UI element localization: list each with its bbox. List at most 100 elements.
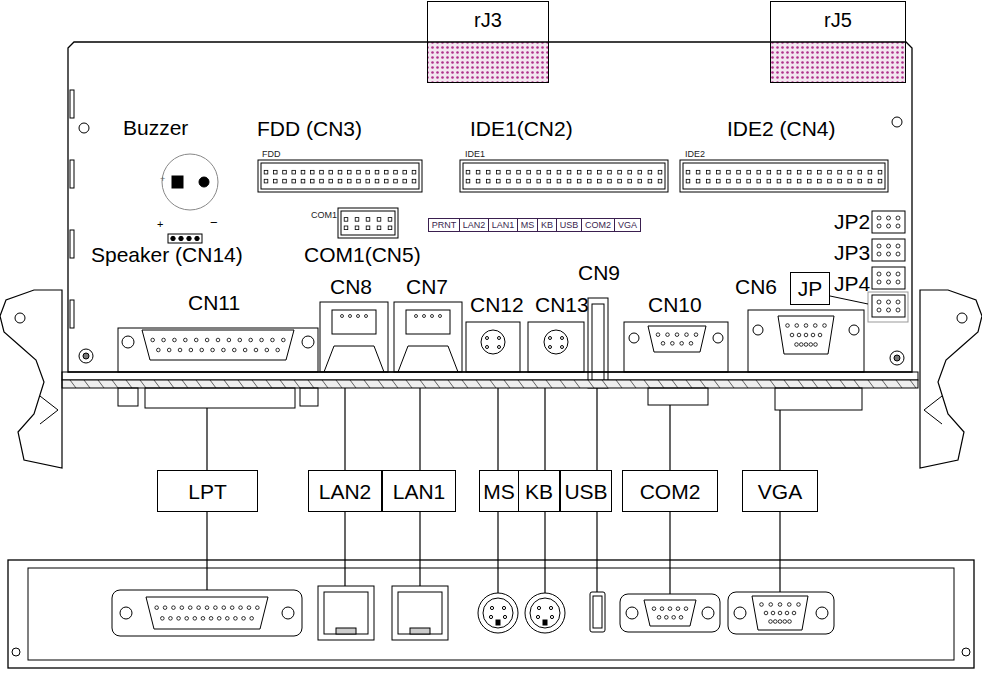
connector-name: CN13: [535, 294, 589, 315]
rail-hatch: [364, 380, 370, 388]
pin: [517, 170, 521, 174]
rail-hatch: [168, 380, 174, 388]
jumper-name: JP2: [834, 211, 870, 232]
rail-hatch: [784, 380, 790, 388]
pin: [527, 179, 531, 183]
box-label: VGA: [758, 481, 802, 502]
pin: [587, 179, 591, 183]
rail-hatch: [322, 380, 328, 388]
ide-header: [683, 163, 885, 189]
pin: [717, 179, 721, 183]
pin: [226, 617, 230, 621]
connector-name: CN11: [188, 292, 240, 313]
mounting-hole: [892, 117, 902, 127]
pin: [347, 179, 351, 183]
connector-name: Speaker (CN14): [91, 244, 243, 265]
pin: [194, 338, 198, 342]
pin: [747, 179, 751, 183]
box-label: LAN2: [319, 481, 372, 502]
pin: [877, 300, 881, 304]
pin: [195, 236, 199, 240]
leader-line: [497, 512, 498, 593]
pin: [773, 620, 777, 624]
pin: [310, 179, 314, 183]
pin: [877, 280, 881, 284]
pin: [155, 606, 159, 610]
rail-hatch: [560, 380, 566, 388]
mounting-hole: [79, 123, 89, 133]
pin: [507, 170, 511, 174]
pin: [537, 179, 541, 183]
pin: [887, 300, 891, 304]
pin: [178, 348, 182, 352]
pin: [628, 179, 632, 183]
buzzer-symbol: [162, 154, 218, 210]
rail-hatch: [140, 380, 146, 388]
port-box: MS: [479, 470, 519, 512]
pin: [301, 170, 305, 174]
pin: [169, 617, 173, 621]
connector-box: rJ5: [770, 1, 906, 83]
pin: [537, 170, 541, 174]
rail-hatch: [294, 380, 300, 388]
pin: [828, 170, 832, 174]
pin: [706, 179, 710, 183]
board-slot: [70, 230, 74, 258]
silkscreen-text: COM2: [585, 221, 611, 230]
silkscreen-box: LAN1: [488, 218, 518, 232]
pin: [205, 606, 209, 610]
pin: [466, 170, 470, 174]
db9-body: [648, 326, 706, 352]
pin: [878, 179, 882, 183]
jumper-header: [872, 267, 905, 289]
rail-hatch: [742, 380, 748, 388]
rail-hatch: [490, 380, 496, 388]
pin: [173, 338, 177, 342]
connector-grid: [428, 42, 548, 83]
rail-hatch: [406, 380, 412, 388]
pin: [161, 617, 165, 621]
box-label: COM2: [640, 481, 701, 502]
pin: [496, 620, 500, 625]
pin: [301, 179, 305, 183]
rj45-housing: [324, 346, 384, 372]
mini-din-housing: [466, 322, 520, 372]
pin: [887, 216, 891, 220]
screw: [753, 325, 763, 335]
pin: [357, 170, 361, 174]
pin: [811, 333, 815, 337]
rail-hatch: [686, 380, 692, 388]
front-rail: [62, 372, 918, 380]
screw: [626, 607, 638, 619]
pin: [804, 333, 808, 337]
pin: [737, 179, 741, 183]
box-label: KB: [525, 481, 553, 502]
pin: [394, 170, 398, 174]
pin: [807, 179, 811, 183]
silkscreen-text: COM1: [311, 211, 337, 220]
db9-flange: [624, 322, 728, 372]
pin: [868, 179, 872, 183]
pin: [489, 615, 492, 618]
pin: [787, 179, 791, 183]
pin: [201, 617, 205, 621]
box-label: LAN1: [393, 481, 446, 502]
pin: [804, 324, 808, 328]
pin: [338, 170, 342, 174]
pin: [848, 170, 852, 174]
pin: [329, 179, 333, 183]
pin: [172, 606, 176, 610]
rj45-port: [318, 586, 374, 640]
box-label: LPT: [188, 481, 227, 502]
pin: [283, 170, 287, 174]
ide-header: [680, 160, 888, 192]
pin: [338, 179, 342, 183]
jumper-box: JP: [790, 272, 830, 305]
pin: [273, 170, 277, 174]
rail-hatch: [392, 380, 398, 388]
pin: [658, 170, 662, 174]
pin: [357, 315, 360, 318]
rail-hatch: [644, 380, 650, 388]
usb-port: [590, 592, 605, 632]
db9-shell: [648, 388, 708, 405]
